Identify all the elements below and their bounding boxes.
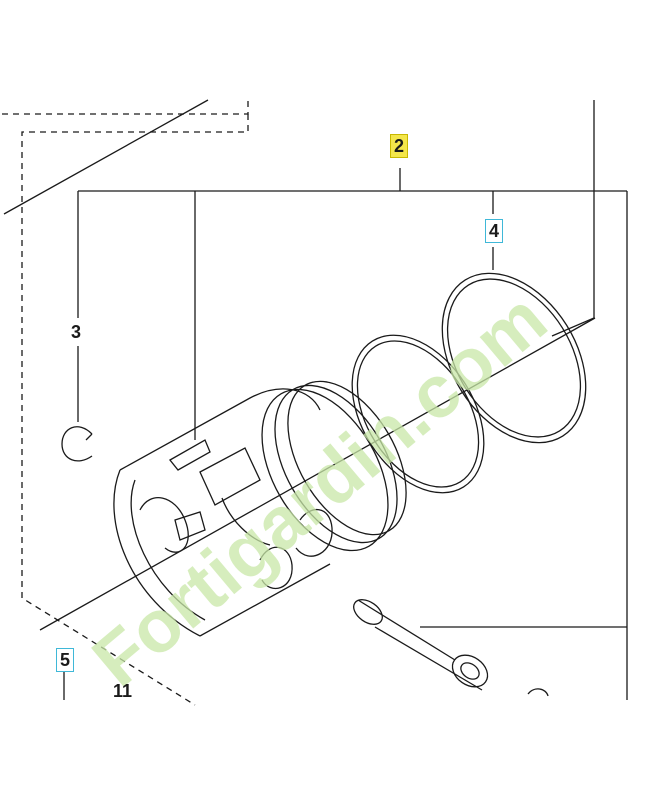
callout-11: 11 xyxy=(113,681,133,701)
callout-2: 2 xyxy=(390,134,409,158)
diagonal-leader xyxy=(3,99,209,215)
circlip-right xyxy=(527,688,549,697)
piston-axis xyxy=(39,317,596,631)
callout-5: 5 xyxy=(56,648,75,672)
circlip-left xyxy=(61,426,93,462)
piston-ring-far xyxy=(441,272,587,444)
watermark-green-text: Fortigardin.com xyxy=(77,277,562,703)
assembly-dashed-frame xyxy=(2,96,249,706)
callout-3: 3 xyxy=(71,322,82,342)
watermark: Fortigardin.com xyxy=(77,277,562,703)
piston-pin xyxy=(353,599,489,691)
callout-4: 4 xyxy=(485,219,504,243)
piston-body xyxy=(113,380,407,637)
